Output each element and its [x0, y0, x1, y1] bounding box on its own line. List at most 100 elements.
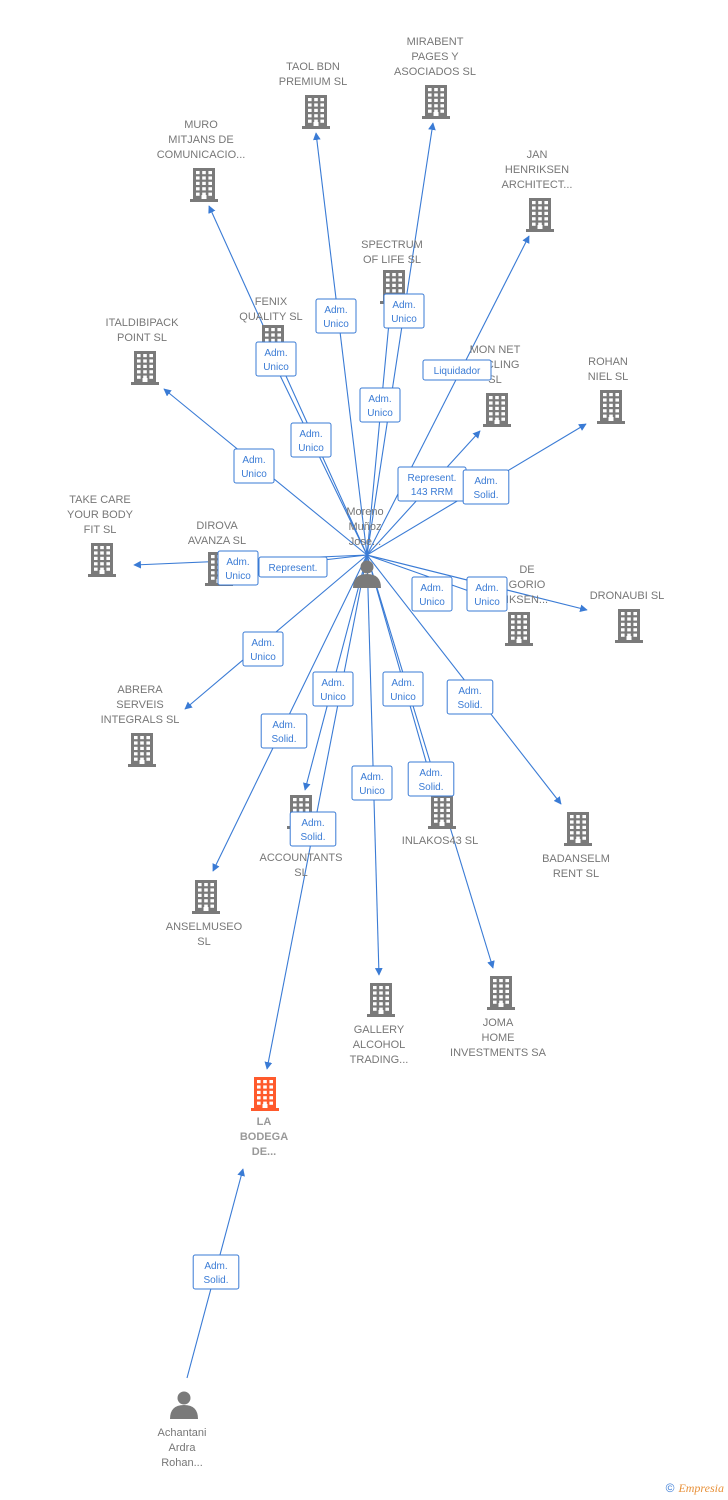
person-node-achantani[interactable]: AchantaniArdraRohan...: [158, 1391, 207, 1470]
edge-label-text: Adm.: [475, 583, 498, 594]
building-icon: [428, 795, 456, 829]
edge-label-moreno-dirova[interactable]: Represent.: [258, 556, 328, 578]
edge-label-text: Adm.: [324, 305, 347, 316]
edge-label-text: Unico: [250, 652, 276, 663]
edge-label-text: Solid.: [300, 832, 325, 843]
company-node-inlakos[interactable]: INLAKOS43 SL: [402, 795, 478, 847]
edge-label-box: [422, 359, 492, 381]
edge-label-moreno-dronaubi[interactable]: Adm.Unico: [466, 576, 508, 612]
edge-label-moreno-fenix[interactable]: Adm.Unico: [290, 422, 332, 458]
node-label: Ardra: [169, 1442, 197, 1454]
node-label: MITJANS DE: [168, 134, 233, 146]
edge-label-moreno-muro[interactable]: Adm.Unico: [255, 341, 297, 377]
edge-label-moreno-monnet[interactable]: Represent.143 RRM: [397, 466, 467, 502]
edge-moreno-taol: [313, 132, 368, 556]
edge-label-box: [255, 341, 297, 377]
company-node-gallery[interactable]: GALLERYALCOHOLTRADING...: [350, 983, 409, 1066]
edge-label-moreno-jan[interactable]: Liquidador: [422, 359, 492, 381]
node-label: Muñoz: [348, 521, 381, 533]
edge-label-text: Adm.: [474, 476, 497, 487]
edge-label-text: Liquidador: [434, 366, 481, 377]
edge-label-text: Unico: [367, 408, 393, 419]
node-label: SL: [197, 936, 210, 948]
node-label: TAOL BDN: [286, 61, 340, 73]
node-label: BADANSELM: [542, 853, 610, 865]
company-node-jan[interactable]: JANHENRIKSENARCHITECT...: [502, 149, 573, 232]
edge-label-moreno-anselmuseo[interactable]: Adm.Solid.: [260, 713, 308, 749]
node-label: ROHAN: [588, 356, 628, 368]
node-label: PAGES Y: [411, 51, 459, 63]
company-node-dronaubi[interactable]: DRONAUBI SL: [590, 590, 665, 643]
building-icon: [302, 95, 330, 129]
company-node-degorio[interactable]: DEGORIOIKSEN...: [505, 564, 548, 646]
building-icon: [128, 733, 156, 767]
node-label: QUALITY SL: [239, 311, 302, 323]
edge-label-box: [462, 469, 510, 505]
edge-label-text: Adm.: [458, 686, 481, 697]
edge-label-text: Unico: [320, 692, 346, 703]
edge-label-moreno-labodega[interactable]: Adm.Solid.: [289, 811, 337, 847]
node-label: NIEL SL: [588, 371, 629, 383]
person-node-moreno[interactable]: MorenoMuñozJose...: [346, 506, 384, 588]
edge-label-text: Solid.: [203, 1275, 228, 1286]
edge-label-moreno-gallery[interactable]: Adm.Unico: [351, 765, 393, 801]
edge-label-moreno-spectrum[interactable]: Adm. Unico: [359, 387, 401, 423]
edge-label-box: [290, 422, 332, 458]
node-label: ITALDIBIPACK: [106, 317, 180, 329]
node-label: Moreno: [346, 506, 383, 518]
brand-name: Empresia: [678, 1481, 724, 1495]
node-label: HENRIKSEN: [505, 164, 569, 176]
edge-label-text: Adm.: [360, 772, 383, 783]
company-node-anselmuseo[interactable]: ANSELMUSEO SL: [166, 880, 243, 948]
edge-label-box: [383, 293, 425, 329]
building-icon: [564, 812, 592, 846]
footer-brand[interactable]: ©Empresia: [666, 1481, 724, 1496]
edge-label-moreno-mirabent[interactable]: Adm.Unico: [383, 293, 425, 329]
edge-label-moreno-takecare[interactable]: Adm.Unico: [217, 550, 259, 586]
edge-label-moreno-inlakos[interactable]: Adm.Unico: [382, 671, 424, 707]
edge-label-text: Represent.: [269, 563, 318, 574]
building-icon: [192, 880, 220, 914]
edge-label-moreno-degorio[interactable]: Adm.Unico: [411, 576, 453, 612]
edge-label-box: [407, 761, 455, 797]
node-label: GORIO: [509, 579, 546, 591]
edge-label-text: Solid.: [473, 490, 498, 501]
edge-label-box: [382, 671, 424, 707]
company-node-rohan[interactable]: ROHAN NIEL SL: [588, 356, 629, 424]
edge-label-moreno-badanselm[interactable]: Adm.Solid.: [446, 679, 494, 715]
node-label: ANSELMUSEO: [166, 921, 243, 933]
edge-label-text: Adm.: [368, 394, 391, 405]
node-label: Jose...: [349, 536, 381, 548]
edge-label-moreno-italdibipack[interactable]: Adm.Unico: [233, 448, 275, 484]
company-node-labodega[interactable]: LABODEGADE...: [240, 1077, 288, 1158]
edge-label-box: [289, 811, 337, 847]
building-icon: [505, 612, 533, 646]
node-label: INTEGRALS SL: [101, 714, 180, 726]
edge-label-moreno-rohan[interactable]: Adm. Solid.: [462, 469, 510, 505]
node-label: MURO: [184, 119, 218, 131]
edge-label-moreno-abrera[interactable]: Adm.Unico: [242, 631, 284, 667]
edge-moreno-spectrum: [366, 311, 394, 556]
node-label: MIRABENT: [407, 36, 464, 48]
edge-label-text: Adm.: [419, 768, 442, 779]
edge-label-moreno-joma[interactable]: Adm.Solid.: [407, 761, 455, 797]
edge-label-text: Adm.: [242, 455, 265, 466]
edge-label-text: Unico: [391, 314, 417, 325]
edge-label-moreno-mm[interactable]: Adm.Unico: [312, 671, 354, 707]
edge-label-moreno-taol[interactable]: Adm.Unico: [315, 298, 357, 334]
edge-label-achantani-labodega[interactable]: Adm.Solid.: [192, 1254, 240, 1290]
node-label: DIROVA: [196, 520, 238, 532]
edge-label-text: Unico: [390, 692, 416, 703]
node-label: FIT SL: [84, 524, 117, 536]
node-label: IKSEN...: [506, 594, 548, 606]
